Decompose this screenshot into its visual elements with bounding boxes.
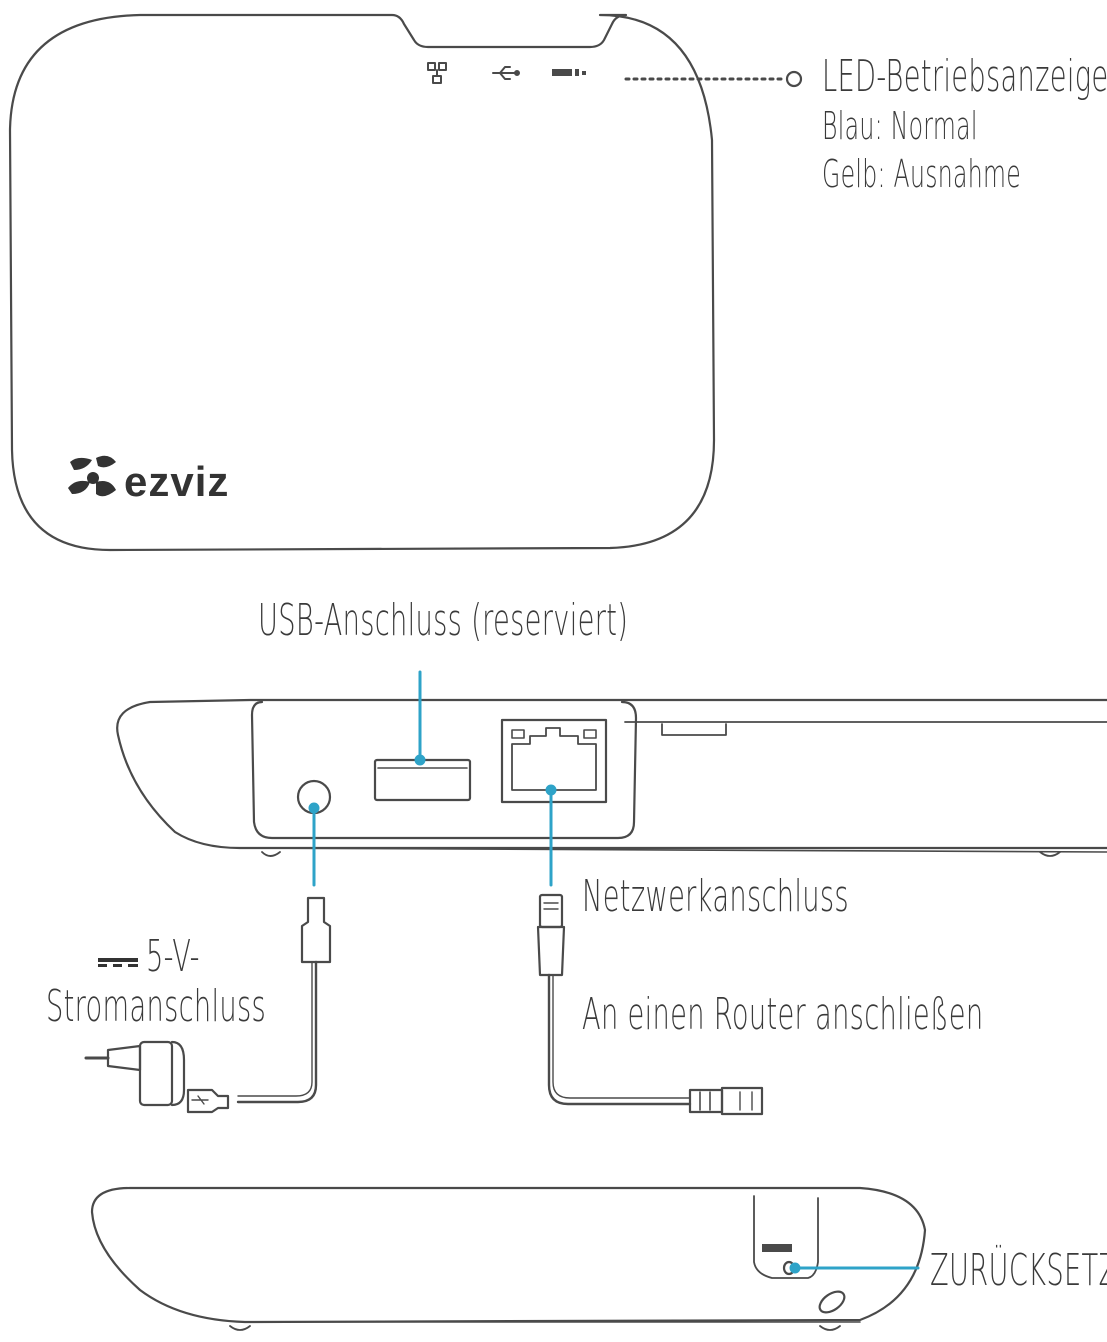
reset-label-icon: [762, 1244, 792, 1252]
led-title-label: LED-Betriebsanzeige: [822, 51, 1107, 102]
ethernet-port: [500, 718, 608, 804]
hub-side-button: [661, 723, 727, 736]
led-blue-label: Blau: Normal: [822, 104, 978, 148]
ezviz-logo-text: ezviz: [124, 458, 230, 505]
power-adapter-icon: [84, 1040, 186, 1107]
power-label-line2: Stromanschluss: [46, 981, 267, 1032]
led-yellow-label: Gelb: Ausnahme: [822, 152, 1022, 196]
usb-port: [373, 758, 472, 802]
bottom-oval-mark: [818, 1290, 846, 1314]
router-label: An einen Router anschließen: [582, 989, 984, 1040]
power-label-line1: 5-V-: [146, 931, 200, 982]
reset-label: ZURÜCKSETZ: [930, 1245, 1107, 1296]
usb-port-label: USB-Anschluss (reserviert): [258, 595, 629, 646]
hub-bottom-outline: [90, 1186, 927, 1324]
micro-usb-connector: [186, 1088, 230, 1114]
port-panel: [250, 700, 638, 840]
ezviz-logo-icon: [68, 455, 116, 497]
usb-icon: [492, 66, 520, 80]
network-port-label: Netzwerkanschluss: [582, 871, 849, 922]
hub-top-outline: [8, 13, 716, 552]
reset-recess: [753, 1195, 819, 1279]
network-icon: [427, 62, 447, 84]
led-indicator-icon: [785, 70, 803, 88]
battery-icon: [552, 69, 586, 76]
hub-bottom-feet: [229, 1325, 841, 1331]
network-cable: [547, 973, 692, 1106]
power-cable: [236, 960, 318, 1104]
rj45-plug-top: [536, 893, 566, 977]
power-plug-tip: [300, 896, 332, 964]
hub-side-feet: [261, 851, 1061, 857]
dc-power-icon: [98, 958, 138, 967]
hub-side-bottom-line: [249, 847, 1107, 853]
rj45-plug-end: [688, 1086, 764, 1116]
hub-side-outline: [116, 698, 1107, 850]
